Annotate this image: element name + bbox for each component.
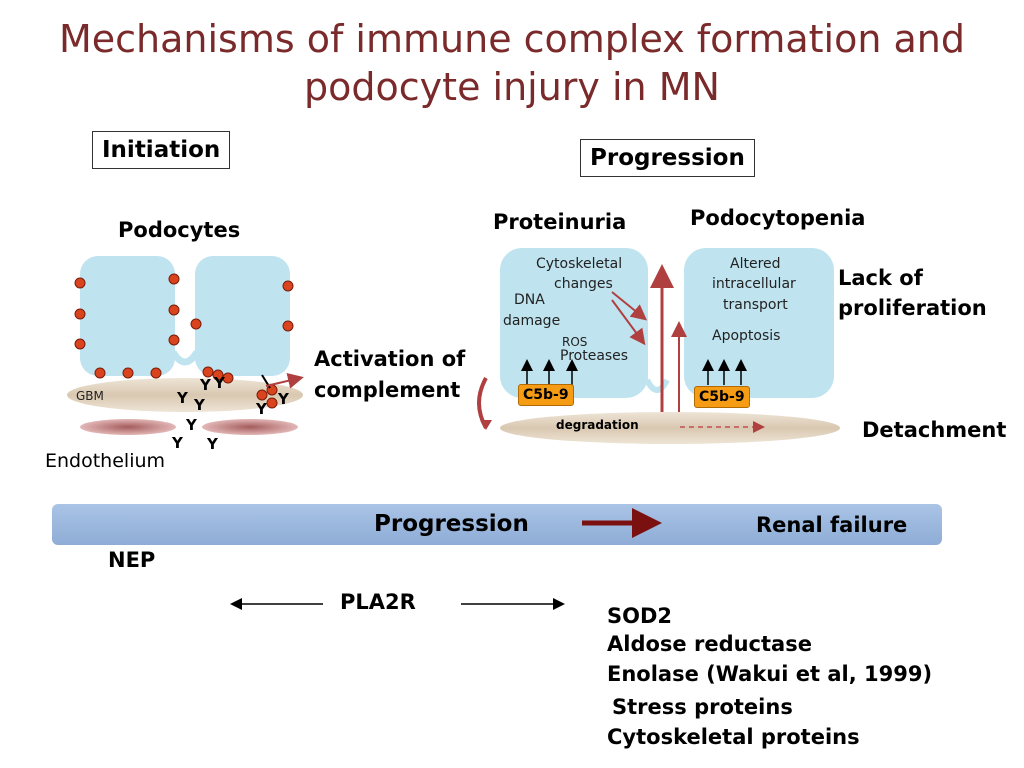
degradation-label: degradation [556,418,639,432]
dna-label-line2: damage [503,313,561,329]
antibody-icon: Y [255,400,268,418]
activation-label-line1: Activation of [314,347,466,371]
renal-failure-label: Renal failure [756,513,908,537]
antibody-icon: Y [277,390,290,408]
podocytopenia-label: Podocytopenia [690,206,866,230]
altered-label-line1: Altered [730,256,781,272]
proteinuria-label: Proteinuria [493,210,627,234]
progression-bar [52,504,942,545]
signal-arrows-left [521,359,578,385]
lack-label-line2: proliferation [838,296,987,320]
antibody-icon: Y [206,435,219,453]
gbm-initiation [67,378,303,412]
antigen-item: Cytoskeletal proteins [607,725,860,749]
altered-label-line3: transport [723,297,788,313]
gbm-progression [500,412,840,444]
cytoskeletal-label-line1: Cytoskeletal [536,256,623,272]
antigen-item: Aldose reductase [607,632,812,656]
endothelium-cell-right [202,419,298,435]
activation-label-line2: complement [314,378,461,402]
c5b9-badge-left: C5b-9 [518,384,574,406]
injury-arrow-icon [611,291,648,321]
lack-label-line1: Lack of [838,266,923,290]
progression-box: Progression [580,139,755,177]
slit-diaphragm-progression [644,378,670,393]
podocyte-left [80,256,175,376]
activation-arrow-icon [265,372,304,389]
page-title-line2: podocyte injury in MN [304,65,720,109]
proteases-label: Proteases [560,348,629,364]
dna-label-line1: DNA [514,292,545,308]
endothelium-cell-left [80,419,176,435]
antigen-item: SOD2 [607,604,673,628]
cytoskeletal-label-line2: changes [554,276,613,292]
apoptosis-label: Apoptosis [712,328,781,344]
antibody-icon: Y [213,374,226,392]
podocytes-label: Podocytes [118,218,241,242]
podocyte-right [195,256,290,376]
signal-arrows-right [702,359,747,385]
immune-deposits [74,273,294,409]
c5b9-badge-right: C5b-9 [694,386,750,408]
podocyte-injured-left [500,248,648,398]
bar-progression-label: Progression [374,511,529,537]
antibody-icon: Y [171,434,184,452]
gbm-label: GBM [76,389,104,403]
antigen-item: Enolase (Wakui et al, 1999) [607,662,933,686]
antibody-icon: Y [199,376,212,394]
injury-arrow-icon [611,299,646,346]
initiation-box: Initiation [92,131,231,169]
curved-arrow-head-icon [480,420,492,430]
antibody-icon: Y [176,389,189,407]
pla2r-label: PLA2R [340,590,416,614]
antibody-glyphs: Y Y Y Y Y Y Y Y Y [171,374,290,453]
detachment-label: Detachment [862,418,1007,442]
antibody-icon: Y [185,416,198,434]
page-title-line1: Mechanisms of immune complex formation a… [58,17,966,61]
ros-label: ROS [562,335,588,349]
endothelium-label: Endothelium [45,450,166,472]
altered-label-line2: intracellular [712,276,796,292]
antigen-item: Stress proteins [612,695,793,719]
nep-label: NEP [108,548,156,572]
slit-diaphragm [169,350,201,366]
antibody-icon: Y [193,396,206,414]
